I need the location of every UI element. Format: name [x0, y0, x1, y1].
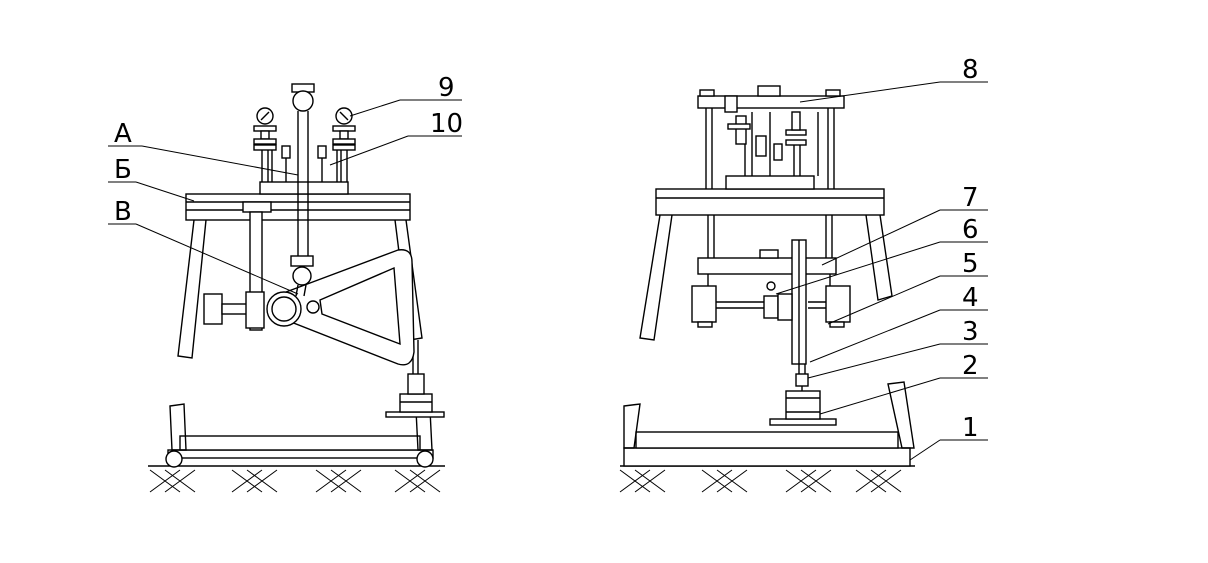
- left-gauge-assembly-b: [317, 107, 356, 182]
- left-base-cart: [165, 403, 434, 468]
- label-2: 2: [962, 351, 979, 381]
- label-7: 7: [962, 183, 979, 213]
- label-4: 4: [962, 283, 979, 313]
- right-label-leaders: [775, 81, 988, 461]
- label-B: Б: [114, 155, 132, 185]
- right-upper-frame: [697, 85, 845, 189]
- right-base-cart: [623, 381, 915, 467]
- label-9: 9: [438, 73, 455, 103]
- left-axle: [203, 291, 302, 329]
- label-5: 5: [962, 249, 979, 279]
- right-lower-carriage: [691, 215, 851, 328]
- label-1: 1: [962, 413, 979, 443]
- label-6: 6: [962, 215, 979, 245]
- label-10: 10: [430, 109, 463, 139]
- left-gauge-assembly-a: [253, 107, 291, 182]
- left-view: А Б В 9 10: [108, 73, 463, 493]
- left-central-rod: [290, 83, 315, 297]
- left-swing-lever: [285, 249, 415, 366]
- left-label-leaders: [108, 99, 462, 295]
- label-V: В: [114, 197, 132, 227]
- left-ground: [148, 465, 445, 493]
- label-A: А: [114, 119, 132, 149]
- label-8: 8: [962, 55, 979, 85]
- right-ground: [619, 465, 915, 493]
- right-table-top: [655, 175, 885, 216]
- right-view: 8 7 6 5 4 3 2 1: [619, 55, 988, 493]
- right-frame-legs: [639, 214, 893, 341]
- right-wheel-disk: [777, 239, 807, 374]
- label-3: 3: [962, 317, 979, 347]
- right-test-load: [769, 373, 837, 426]
